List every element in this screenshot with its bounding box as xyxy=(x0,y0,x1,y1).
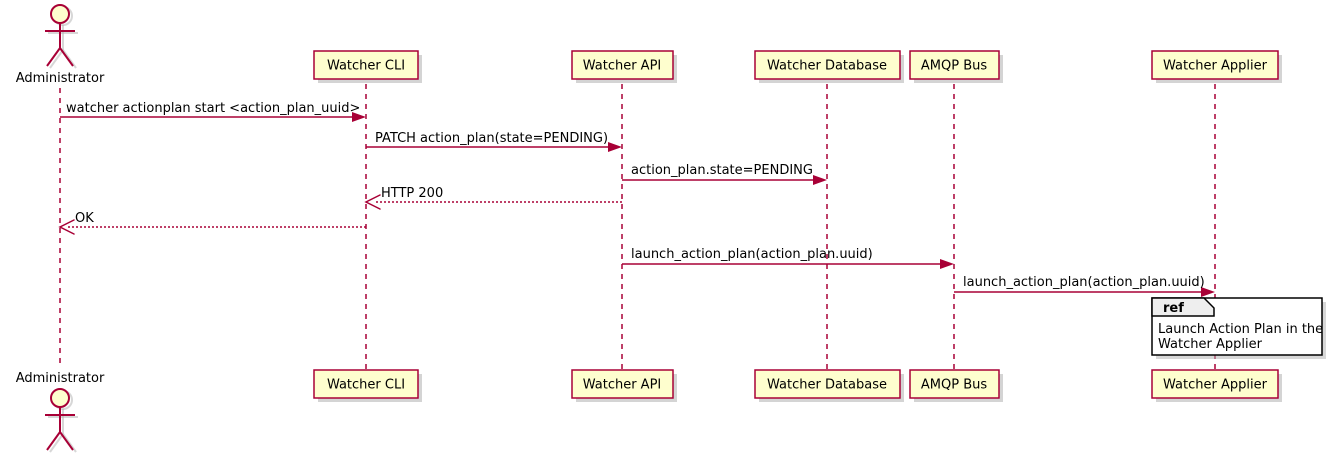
message-arrowhead xyxy=(608,142,622,152)
actor-administrator-bottom[interactable]: Administrator xyxy=(16,371,105,453)
ref-body-line-2: Watcher Applier xyxy=(1158,337,1263,352)
actor-leg-left-icon xyxy=(46,431,61,451)
participant-label-watcher-applier-top: Watcher Applier xyxy=(1163,59,1268,74)
message-label: action_plan.state=PENDING xyxy=(631,163,813,178)
ref-fragment[interactable]: ref Launch Action Plan in the Watcher Ap… xyxy=(1151,297,1326,359)
participant-label-watcher-api-bottom: Watcher API xyxy=(583,378,662,393)
message-arrowhead xyxy=(940,259,954,269)
message-label: watcher actionplan start <action_plan_uu… xyxy=(66,101,360,116)
participant-label-watcher-cli-top: Watcher CLI xyxy=(327,59,405,74)
ref-body-line-1: Launch Action Plan in the xyxy=(1158,322,1323,337)
actor-shadow-bottom xyxy=(48,390,78,453)
message-label: HTTP 200 xyxy=(381,186,443,201)
message-arrowhead xyxy=(1201,287,1215,297)
participant-label-amqp-bus-top: AMQP Bus xyxy=(921,59,987,74)
participant-box-watcher-applier-top[interactable]: Watcher Applier xyxy=(1151,50,1282,83)
participant-box-watcher-cli-top[interactable]: Watcher CLI xyxy=(313,50,422,83)
message-4-http-200[interactable]: HTTP 200 xyxy=(364,186,622,210)
message-3-action-plan-state-pending[interactable]: action_plan.state=PENDING xyxy=(622,163,827,185)
message-arrowhead xyxy=(813,175,827,185)
message-label: launch_action_plan(action_plan.uuid) xyxy=(631,247,873,262)
participant-box-watcher-applier-bottom[interactable]: Watcher Applier xyxy=(1151,369,1282,402)
participant-label-watcher-cli-bottom: Watcher CLI xyxy=(327,378,405,393)
actor-head-icon xyxy=(50,4,70,24)
participant-box-amqp-bus-top[interactable]: AMQP Bus xyxy=(909,50,1003,83)
message-label: PATCH action_plan(state=PENDING) xyxy=(375,131,608,146)
participant-label-watcher-database-bottom: Watcher Database xyxy=(767,378,887,393)
message-label: launch_action_plan(action_plan.uuid) xyxy=(963,275,1205,290)
message-arrowhead xyxy=(364,194,381,210)
message-2-patch-action-plan[interactable]: PATCH action_plan(state=PENDING) xyxy=(366,131,622,152)
message-1-watcher-actionplan-start[interactable]: watcher actionplan start <action_plan_uu… xyxy=(60,101,366,122)
participant-box-watcher-database-bottom[interactable]: Watcher Database xyxy=(754,369,904,402)
participant-box-watcher-cli-bottom[interactable]: Watcher CLI xyxy=(313,369,422,402)
actor-leg-left-icon xyxy=(46,47,61,67)
participant-label-watcher-applier-bottom: Watcher Applier xyxy=(1163,378,1268,393)
participant-box-watcher-api-top[interactable]: Watcher API xyxy=(571,50,677,83)
participant-box-watcher-api-bottom[interactable]: Watcher API xyxy=(571,369,677,402)
participant-box-watcher-database-top[interactable]: Watcher Database xyxy=(754,50,904,83)
message-6-launch-action-plan-to-amqp[interactable]: launch_action_plan(action_plan.uuid) xyxy=(622,247,954,269)
message-5-ok[interactable]: OK xyxy=(58,211,366,235)
participant-box-amqp-bus-bottom[interactable]: AMQP Bus xyxy=(909,369,1003,402)
message-arrowhead xyxy=(352,112,366,122)
message-arrowhead xyxy=(58,219,75,235)
ref-tab-shape xyxy=(1151,297,1215,317)
participant-label-amqp-bus-bottom: AMQP Bus xyxy=(921,378,987,393)
ref-keyword-label: ref xyxy=(1163,301,1184,316)
actor-head-icon xyxy=(50,388,70,408)
actor-label-administrator-top: Administrator xyxy=(16,71,105,86)
message-7-launch-action-plan-to-applier[interactable]: launch_action_plan(action_plan.uuid) xyxy=(954,275,1215,297)
actor-label-administrator-bottom: Administrator xyxy=(16,371,105,386)
actor-leg-right-icon xyxy=(59,431,74,451)
actor-administrator-top[interactable]: Administrator xyxy=(16,4,105,86)
participant-label-watcher-api-top: Watcher API xyxy=(583,59,662,74)
participant-label-watcher-database-top: Watcher Database xyxy=(767,59,887,74)
message-label: OK xyxy=(75,211,94,226)
actor-leg-right-icon xyxy=(59,47,74,67)
